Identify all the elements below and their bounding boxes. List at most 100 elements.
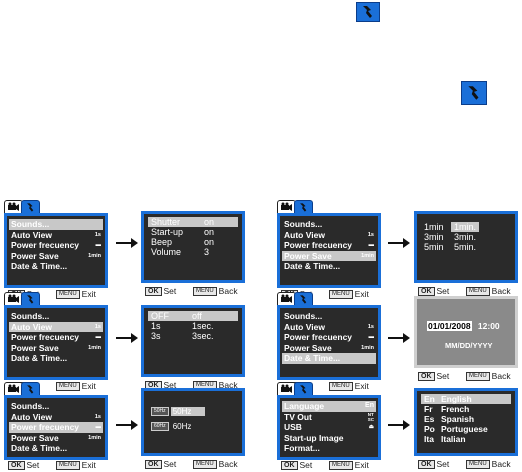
frequency-icon: ▬ — [95, 424, 102, 430]
menu-item-date-time[interactable]: Date & Time... — [9, 443, 103, 454]
date-screen: 01/01/2008 12:00 MM/DD/YYYY — [414, 296, 518, 368]
menu-item-sounds[interactable]: Sounds... — [9, 401, 103, 412]
menu-item-label: Format... — [284, 443, 320, 453]
ok-key[interactable]: OK — [145, 287, 162, 297]
frequency-icon: ▬ — [95, 242, 102, 248]
ok-key[interactable]: OK — [281, 461, 298, 471]
menu-key[interactable]: MENU — [193, 460, 217, 470]
settings-tab[interactable] — [21, 200, 40, 213]
menu-item-sounds[interactable]: Sounds... — [282, 219, 376, 230]
menu-key[interactable]: MENU — [466, 460, 490, 470]
menu-tabs — [277, 382, 317, 395]
menu-item-startup-image[interactable]: Start-up Image — [282, 433, 376, 444]
menu-item-power-frequency[interactable]: Power frecuency▬ — [282, 332, 376, 343]
menu-key[interactable]: MENU — [329, 461, 353, 471]
menu-key[interactable]: MENU — [56, 461, 80, 471]
menu-item-label: Date & Time... — [11, 261, 68, 271]
settings-tab[interactable] — [294, 292, 313, 305]
menu-item-label: TV Out — [284, 411, 312, 422]
date-value[interactable]: 01/01/2008 — [427, 321, 472, 331]
menu-key[interactable]: MENU — [193, 287, 217, 297]
menu-key[interactable]: MENU — [329, 382, 353, 392]
ok-key[interactable]: OK — [145, 460, 162, 470]
ok-key[interactable]: OK — [8, 461, 25, 471]
menu-item-date-time[interactable]: Date & Time... — [282, 353, 376, 364]
date-format-value[interactable]: MM/DD/YYYY — [445, 341, 493, 350]
settings-tab[interactable] — [21, 292, 40, 305]
camera-tab[interactable] — [4, 382, 23, 395]
menu-item-label: Power frecuency — [284, 240, 353, 250]
back-label: Back — [491, 459, 511, 469]
frequency-icon: ▬ — [368, 242, 375, 248]
ok-key[interactable]: OK — [418, 460, 435, 470]
menu-item-sounds[interactable]: Sounds... — [9, 219, 103, 230]
menu-key[interactable]: MENU — [56, 382, 80, 392]
settings-tab[interactable] — [294, 200, 313, 213]
menu-item-power-frequency[interactable]: Power frecuency▬ — [9, 422, 103, 433]
menu-item-date-time[interactable]: Date & Time... — [9, 261, 103, 272]
menu-item-power-frequency[interactable]: Power frecuency▬ — [9, 332, 103, 343]
menu-item-power-frequency[interactable]: Power frecuency ▬ — [282, 240, 376, 251]
set-label: Set — [299, 460, 313, 470]
time-value[interactable]: 12:00 — [477, 321, 500, 331]
menu-item-power-frequency[interactable]: Power frecuency▬ — [9, 240, 103, 251]
menu-item-sounds[interactable]: Sounds... — [282, 311, 376, 322]
ok-key[interactable]: OK — [418, 287, 435, 297]
menu-item-usb[interactable]: USB⏏ — [282, 422, 376, 433]
menu-item-format[interactable]: Format... — [282, 443, 376, 454]
menu-key[interactable]: MENU — [466, 287, 490, 297]
menu-item-label: Power Save — [284, 250, 332, 261]
ok-key[interactable]: OK — [418, 372, 435, 382]
menu-key[interactable]: MENU — [56, 290, 80, 300]
settings-tab[interactable] — [294, 382, 313, 395]
menu-item-label: Sounds... — [284, 219, 323, 229]
submenu-label: Shutter — [151, 217, 181, 227]
menu-item-date-time[interactable]: Date & Time... — [9, 353, 103, 364]
menu-key[interactable]: MENU — [329, 290, 353, 300]
settings-tab[interactable] — [21, 382, 40, 395]
submenu-value: 3min. — [454, 232, 477, 242]
exit-label: Exit — [354, 460, 369, 470]
submenu-label: 60Hz — [172, 422, 192, 431]
menu-key[interactable]: MENU — [466, 372, 490, 382]
menu-item-date-time[interactable]: Date & Time... — [282, 261, 376, 272]
menu-item-value: 1s — [94, 413, 101, 420]
menu-item-sounds[interactable]: Sounds... — [9, 311, 103, 322]
exit-label: Exit — [81, 381, 96, 391]
language-code: Fr — [424, 404, 433, 414]
